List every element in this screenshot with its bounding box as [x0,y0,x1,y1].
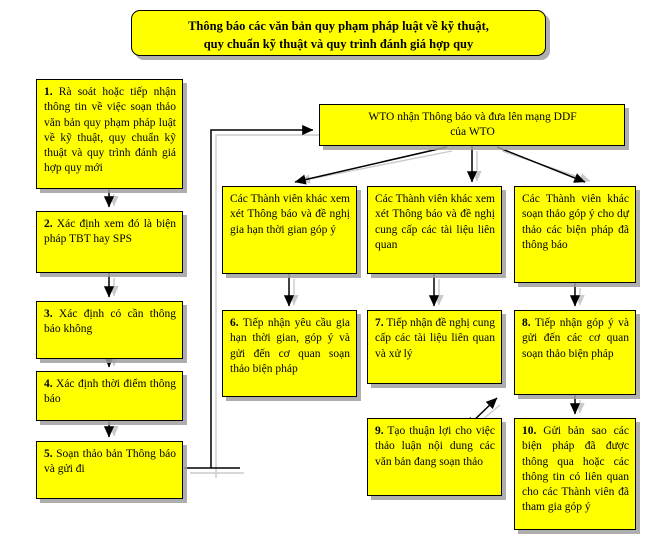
wire-wto-to-m3 [496,146,586,183]
node-step-number: 10. [522,425,537,437]
wto-line-2: của WTO [450,126,495,139]
node-members-request-extension[interactable]: Các Thành viên khác xem xét Thông báo và… [222,186,357,274]
node-step-number: 4. [44,378,53,390]
node-step-number: 3. [44,308,53,320]
node-step-number: 8. [522,317,531,329]
node-step-2[interactable]: 2. Xác định xem đó là biện pháp TBT hay … [36,211,183,273]
node-step-6[interactable]: 6. Tiếp nhận yêu cầu gia hạn thời gian, … [222,310,357,397]
node-members-draft-comments[interactable]: Các Thành viên khác soạn thảo góp ý cho … [514,186,636,283]
node-wto-receives-notification[interactable]: WTO nhận Thông báo và đưa lên mạng DDF c… [319,104,625,146]
node-step-number: 6. [230,317,239,329]
node-step-3[interactable]: 3. Xác định có cần thông báo không [36,301,183,359]
node-step-4[interactable]: 4. Xác định thời điểm thông báo [36,371,183,421]
wire-wto-to-m1 [294,146,448,185]
node-step-5[interactable]: 5. Soạn thảo bản Thông báo và gửi đi [36,441,183,499]
node-step-number: 2. [44,218,53,230]
node-step-8[interactable]: 8. Tiếp nhận góp ý và gửi đến các cơ qua… [514,310,636,395]
node-step-9[interactable]: 9. Tạo thuận lợi cho việc thảo luận nội … [367,418,502,496]
node-step-7[interactable]: 7. Tiếp nhận đề nghị cung cấp các tài li… [367,310,502,384]
banner-line-1: Thông báo các văn bản quy phạm pháp luật… [188,19,489,33]
page-title: Thông báo các văn bản quy phạm pháp luật… [131,10,546,56]
node-step-number: 7. [375,317,384,329]
wire-feedback-to-wto [210,124,314,468]
banner-line-2: quy chuẩn kỹ thuật và quy trình đánh giá… [203,36,474,51]
node-step-number: 1. [44,86,53,98]
wto-line-1: WTO nhận Thông báo và đưa lên mạng DDF [368,111,577,123]
node-step-1[interactable]: 1. Rà soát hoặc tiếp nhận thông tin về v… [36,79,183,189]
node-step-number: 5. [44,448,53,460]
node-step-number: 9. [375,425,384,437]
node-step-10[interactable]: 10. Gửi bản sao các biện pháp đã được th… [514,418,636,530]
node-members-request-documents[interactable]: Các Thành viên khác xem xét Thông báo và… [367,186,502,274]
